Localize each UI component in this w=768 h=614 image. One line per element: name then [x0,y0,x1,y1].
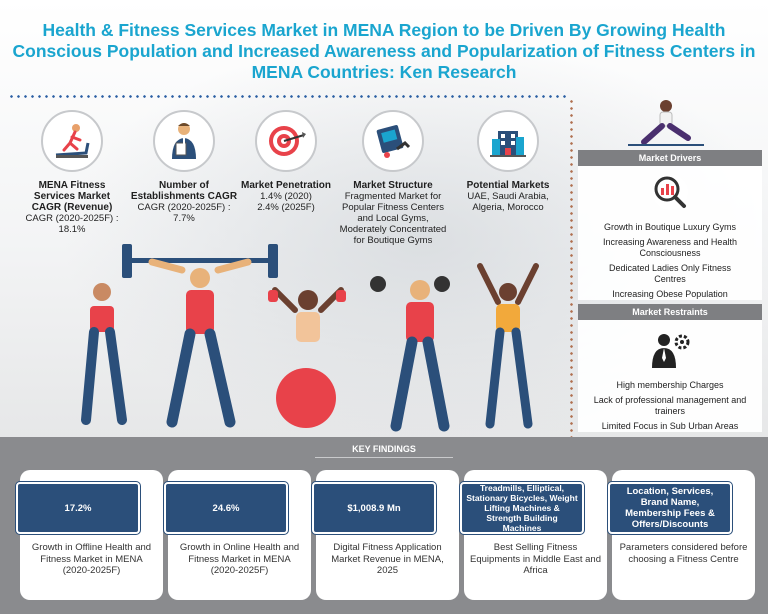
list-item: Increasing Awareness and Health Consciou… [603,237,737,258]
metric-title: Market Structure [353,180,433,191]
city-building-icon [477,110,539,172]
list-item: Dedicated Ladies Only Fitness Centres [608,263,732,284]
metric-market-structure: Market Structure Fragmented Market for P… [337,110,449,246]
lunge-person-illustration [626,98,706,148]
metric-value: CAGR (2020-2025F) : 18.1% [25,213,119,235]
metric-value-2025f: 2.4% (2025F) [257,202,315,213]
finding-value: Location, Services, Brand Name, Membersh… [608,482,732,534]
finding-card: Location, Services, Brand Name, Membersh… [608,470,755,600]
metric-market-penetration: Market Penetration 1.4% (2020) 2.4% (202… [238,110,334,213]
magnifier-chart-icon [652,174,688,210]
metric-title: Potential Markets [466,180,550,191]
finding-value: 24.6% [164,482,288,534]
finding-description: Best Selling Fitness Equipments in Middl… [470,542,601,576]
key-findings-heading: KEY FINDINGS [315,444,453,458]
finding-card: 17.2% Growth in Offline Health and Fitne… [16,470,163,600]
finding-card: Treadmills, Elliptical, Stationary Bicyc… [460,470,607,600]
finding-card: 24.6% Growth in Online Health and Fitnes… [164,470,311,600]
finding-description: Digital Fitness Application Market Reven… [331,542,444,576]
finding-description: Parameters considered before choosing a … [619,542,748,565]
metric-market-cagr: MENA Fitness Services Market CAGR (Reven… [22,110,122,235]
dotted-divider-horizontal [8,95,570,98]
structure-chart-icon [362,110,424,172]
list-item: High membership Charges [616,380,724,390]
market-drivers-heading: Market Drivers [578,150,762,166]
market-restraints-list: High membership Charges Lack of professi… [578,380,762,432]
market-restraints-panel: High membership Charges Lack of professi… [578,320,762,432]
page-title: Health & Fitness Services Market in MENA… [12,20,756,82]
metric-value: UAE, Saudi Arabia, Algeria, Morocco [467,191,549,213]
finding-value: 17.2% [16,482,140,534]
metric-title: Market Penetration [240,180,332,191]
metric-establishments-cagr: Number of Establishments CAGR CAGR (2020… [129,110,239,224]
finding-description: Growth in Online Health and Fitness Mark… [179,542,300,576]
treadmill-runner-icon [41,110,103,172]
list-item: Limited Focus in Sub Urban Areas [601,421,739,431]
list-item: Growth in Boutique Luxury Gyms [603,222,737,232]
finding-description: Growth in Offline Health and Fitness Mar… [31,542,152,576]
trainer-clipboard-icon [153,110,215,172]
metric-title: Number of Establishments CAGR [130,180,238,202]
fitness-people-illustration [40,230,570,438]
metric-value-2020: 1.4% (2020) [260,191,312,202]
metric-value: CAGR (2020-2025F) : 7.7% [137,202,231,224]
list-item: Lack of professional management and trai… [593,395,747,416]
metric-value: Fragmented Market for Popular Fitness Ce… [339,191,447,246]
finding-value: Treadmills, Elliptical, Stationary Bicyc… [460,482,584,534]
dotted-divider-vertical [570,98,573,438]
market-restraints-heading: Market Restraints [578,304,762,320]
target-arrow-icon [255,110,317,172]
metric-title: MENA Fitness Services Market CAGR (Reven… [31,180,113,213]
finding-card: $1,008.9 Mn Digital Fitness Application … [312,470,459,600]
businessman-gear-icon [648,330,692,370]
finding-value: $1,008.9 Mn [312,482,436,534]
market-drivers-list: Growth in Boutique Luxury Gyms Increasin… [578,222,762,300]
metric-potential-markets: Potential Markets UAE, Saudi Arabia, Alg… [458,110,558,213]
list-item: Increasing Obese Population [612,289,728,299]
market-drivers-panel: Growth in Boutique Luxury Gyms Increasin… [578,166,762,300]
